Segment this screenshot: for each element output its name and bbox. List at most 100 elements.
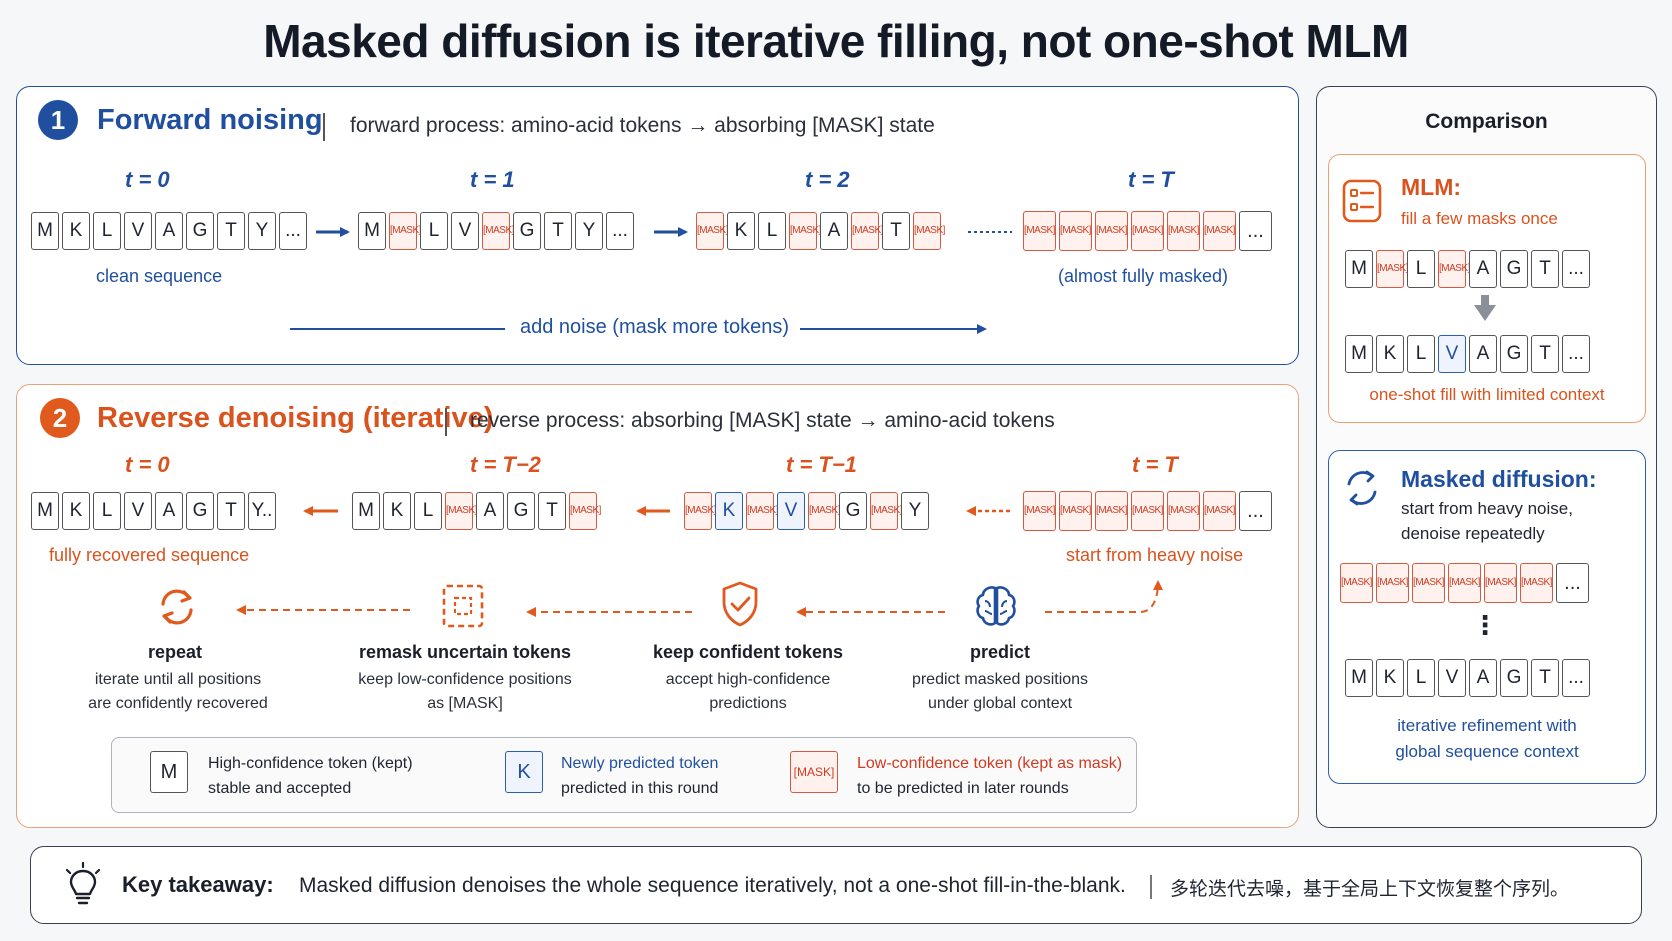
mask-token: [MASK] — [1023, 491, 1056, 531]
mask-token: [MASK] — [1376, 563, 1409, 603]
mask-token: [MASK] — [1203, 491, 1236, 531]
takeaway-text-chinese: 多轮迭代去噪，基于全局上下文恢复整个序列。 — [1170, 878, 1570, 900]
remask-icon — [442, 584, 484, 628]
mask-token: [MASK] — [1340, 563, 1373, 603]
divider — [323, 113, 325, 141]
step-desc: are confidently recovered — [88, 695, 268, 712]
legend-box — [111, 737, 1137, 813]
new-token: V — [1438, 335, 1466, 373]
amino-acid-token: ... — [1562, 335, 1590, 373]
amino-acid-token: ... — [1562, 250, 1590, 288]
repeat-icon — [161, 589, 193, 625]
key-takeaway-panel — [30, 846, 1642, 924]
amino-acid-token: T — [1531, 335, 1559, 373]
brain-icon — [976, 586, 1016, 626]
amino-acid-token: ... — [606, 212, 634, 250]
mask-token: [MASK] — [1167, 491, 1200, 531]
legend-token-kept: M — [150, 751, 188, 793]
vertical-ellipsis: ⋮ — [1472, 610, 1498, 640]
legend-text: stable and accepted — [208, 780, 352, 797]
masked-diffusion-heading: Masked diffusion: — [1401, 466, 1597, 492]
caption-start-heavy-noise: start from heavy noise — [1066, 545, 1244, 565]
amino-acid-token: L — [1407, 250, 1435, 288]
new-token: V — [777, 492, 805, 530]
amino-acid-token: V — [451, 212, 479, 250]
new-token: K — [715, 492, 743, 530]
amino-acid-token: G — [1500, 659, 1528, 697]
legend-token-mask: [MASK] — [790, 751, 838, 793]
amino-acid-token: ... — [1239, 491, 1272, 531]
masked-diffusion-subtitle: start from heavy noise, — [1401, 499, 1573, 518]
mask-token: [MASK] — [808, 492, 840, 530]
amino-acid-token: G — [839, 492, 867, 530]
legend-text: High-confidence token (kept) — [208, 755, 413, 772]
step-title-remask: remask uncertain tokens — [358, 642, 572, 662]
amino-acid-token: K — [1376, 335, 1404, 373]
amino-acid-token: A — [1469, 335, 1497, 373]
mask-token: [MASK] — [851, 212, 883, 250]
step-desc: predict masked positions — [911, 671, 1089, 688]
masked-diffusion-subtitle: denoise repeatedly — [1401, 524, 1545, 543]
mask-token: [MASK] — [1448, 563, 1481, 603]
step-title-repeat: repeat — [147, 642, 203, 662]
step-desc: keep low-confidence positions — [358, 671, 572, 688]
token-sequence: [MASK]K[MASK]V[MASK]G[MASK]Y — [684, 492, 929, 530]
list-icon — [1342, 179, 1382, 223]
legend-text: to be predicted in later rounds — [857, 780, 1069, 797]
step-title-predict: predict — [969, 642, 1030, 662]
mask-token: [MASK] — [1131, 491, 1164, 531]
amino-acid-token: T — [882, 212, 910, 250]
mask-token: [MASK] — [913, 212, 945, 250]
amino-acid-token: L — [420, 212, 448, 250]
t-label: t = 0 — [125, 167, 170, 192]
forward-title: Forward noising — [97, 104, 323, 136]
shield-check-icon — [722, 581, 758, 627]
amino-acid-token: V — [124, 492, 152, 530]
t-label: t = T — [1132, 452, 1178, 477]
amino-acid-token: Y — [575, 212, 603, 250]
mask-token: [MASK] — [1412, 563, 1445, 603]
amino-acid-token: L — [93, 212, 121, 250]
mask-token: [MASK] — [1167, 211, 1200, 251]
mask-token: [MASK] — [1376, 250, 1408, 288]
step-desc: iterate until all positions — [94, 671, 262, 688]
amino-acid-token: ... — [279, 212, 307, 250]
legend-text: predicted in this round — [561, 780, 719, 797]
amino-acid-token: A — [155, 492, 183, 530]
legend-token-new: K — [505, 751, 543, 793]
amino-acid-token: ... — [1239, 211, 1272, 251]
amino-acid-token: M — [1345, 250, 1373, 288]
caption-clean-sequence: clean sequence — [96, 266, 223, 286]
mask-token: [MASK] — [746, 492, 778, 530]
forward-subtitle: forward process: amino-acid tokens → abs… — [350, 114, 935, 137]
reverse-title: Reverse denoising (iterative) — [97, 402, 494, 434]
step-desc: predictions — [709, 695, 787, 712]
mask-token: [MASK] — [789, 212, 821, 250]
amino-acid-token: M — [1345, 659, 1373, 697]
masked-diffusion-caption: global sequence context — [1395, 742, 1579, 761]
legend-text: Newly predicted token — [561, 755, 719, 772]
mlm-subtitle: fill a few masks once — [1401, 209, 1558, 228]
amino-acid-token: T — [217, 212, 245, 250]
amino-acid-token: A — [476, 492, 504, 530]
token-sequence: [MASK][MASK][MASK][MASK][MASK][MASK]... — [1340, 563, 1589, 603]
mlm-heading: MLM: — [1401, 174, 1462, 200]
step-desc: under global context — [927, 695, 1073, 712]
amino-acid-token: V — [124, 212, 152, 250]
amino-acid-token: ... — [1556, 563, 1589, 603]
comparison-title: Comparison — [1425, 110, 1548, 133]
amino-acid-token: M — [31, 492, 59, 530]
amino-acid-token: Y.. — [248, 492, 276, 530]
divider — [1150, 875, 1152, 899]
amino-acid-token: K — [1376, 659, 1404, 697]
lightbulb-icon — [65, 862, 101, 905]
token-sequence: [MASK][MASK][MASK][MASK][MASK][MASK]... — [1023, 211, 1272, 251]
mask-token: [MASK] — [1484, 563, 1517, 603]
amino-acid-token: M — [358, 212, 386, 250]
mlm-caption: one-shot fill with limited context — [1369, 385, 1605, 404]
amino-acid-token: A — [820, 212, 848, 250]
mask-token: [MASK] — [1203, 211, 1236, 251]
